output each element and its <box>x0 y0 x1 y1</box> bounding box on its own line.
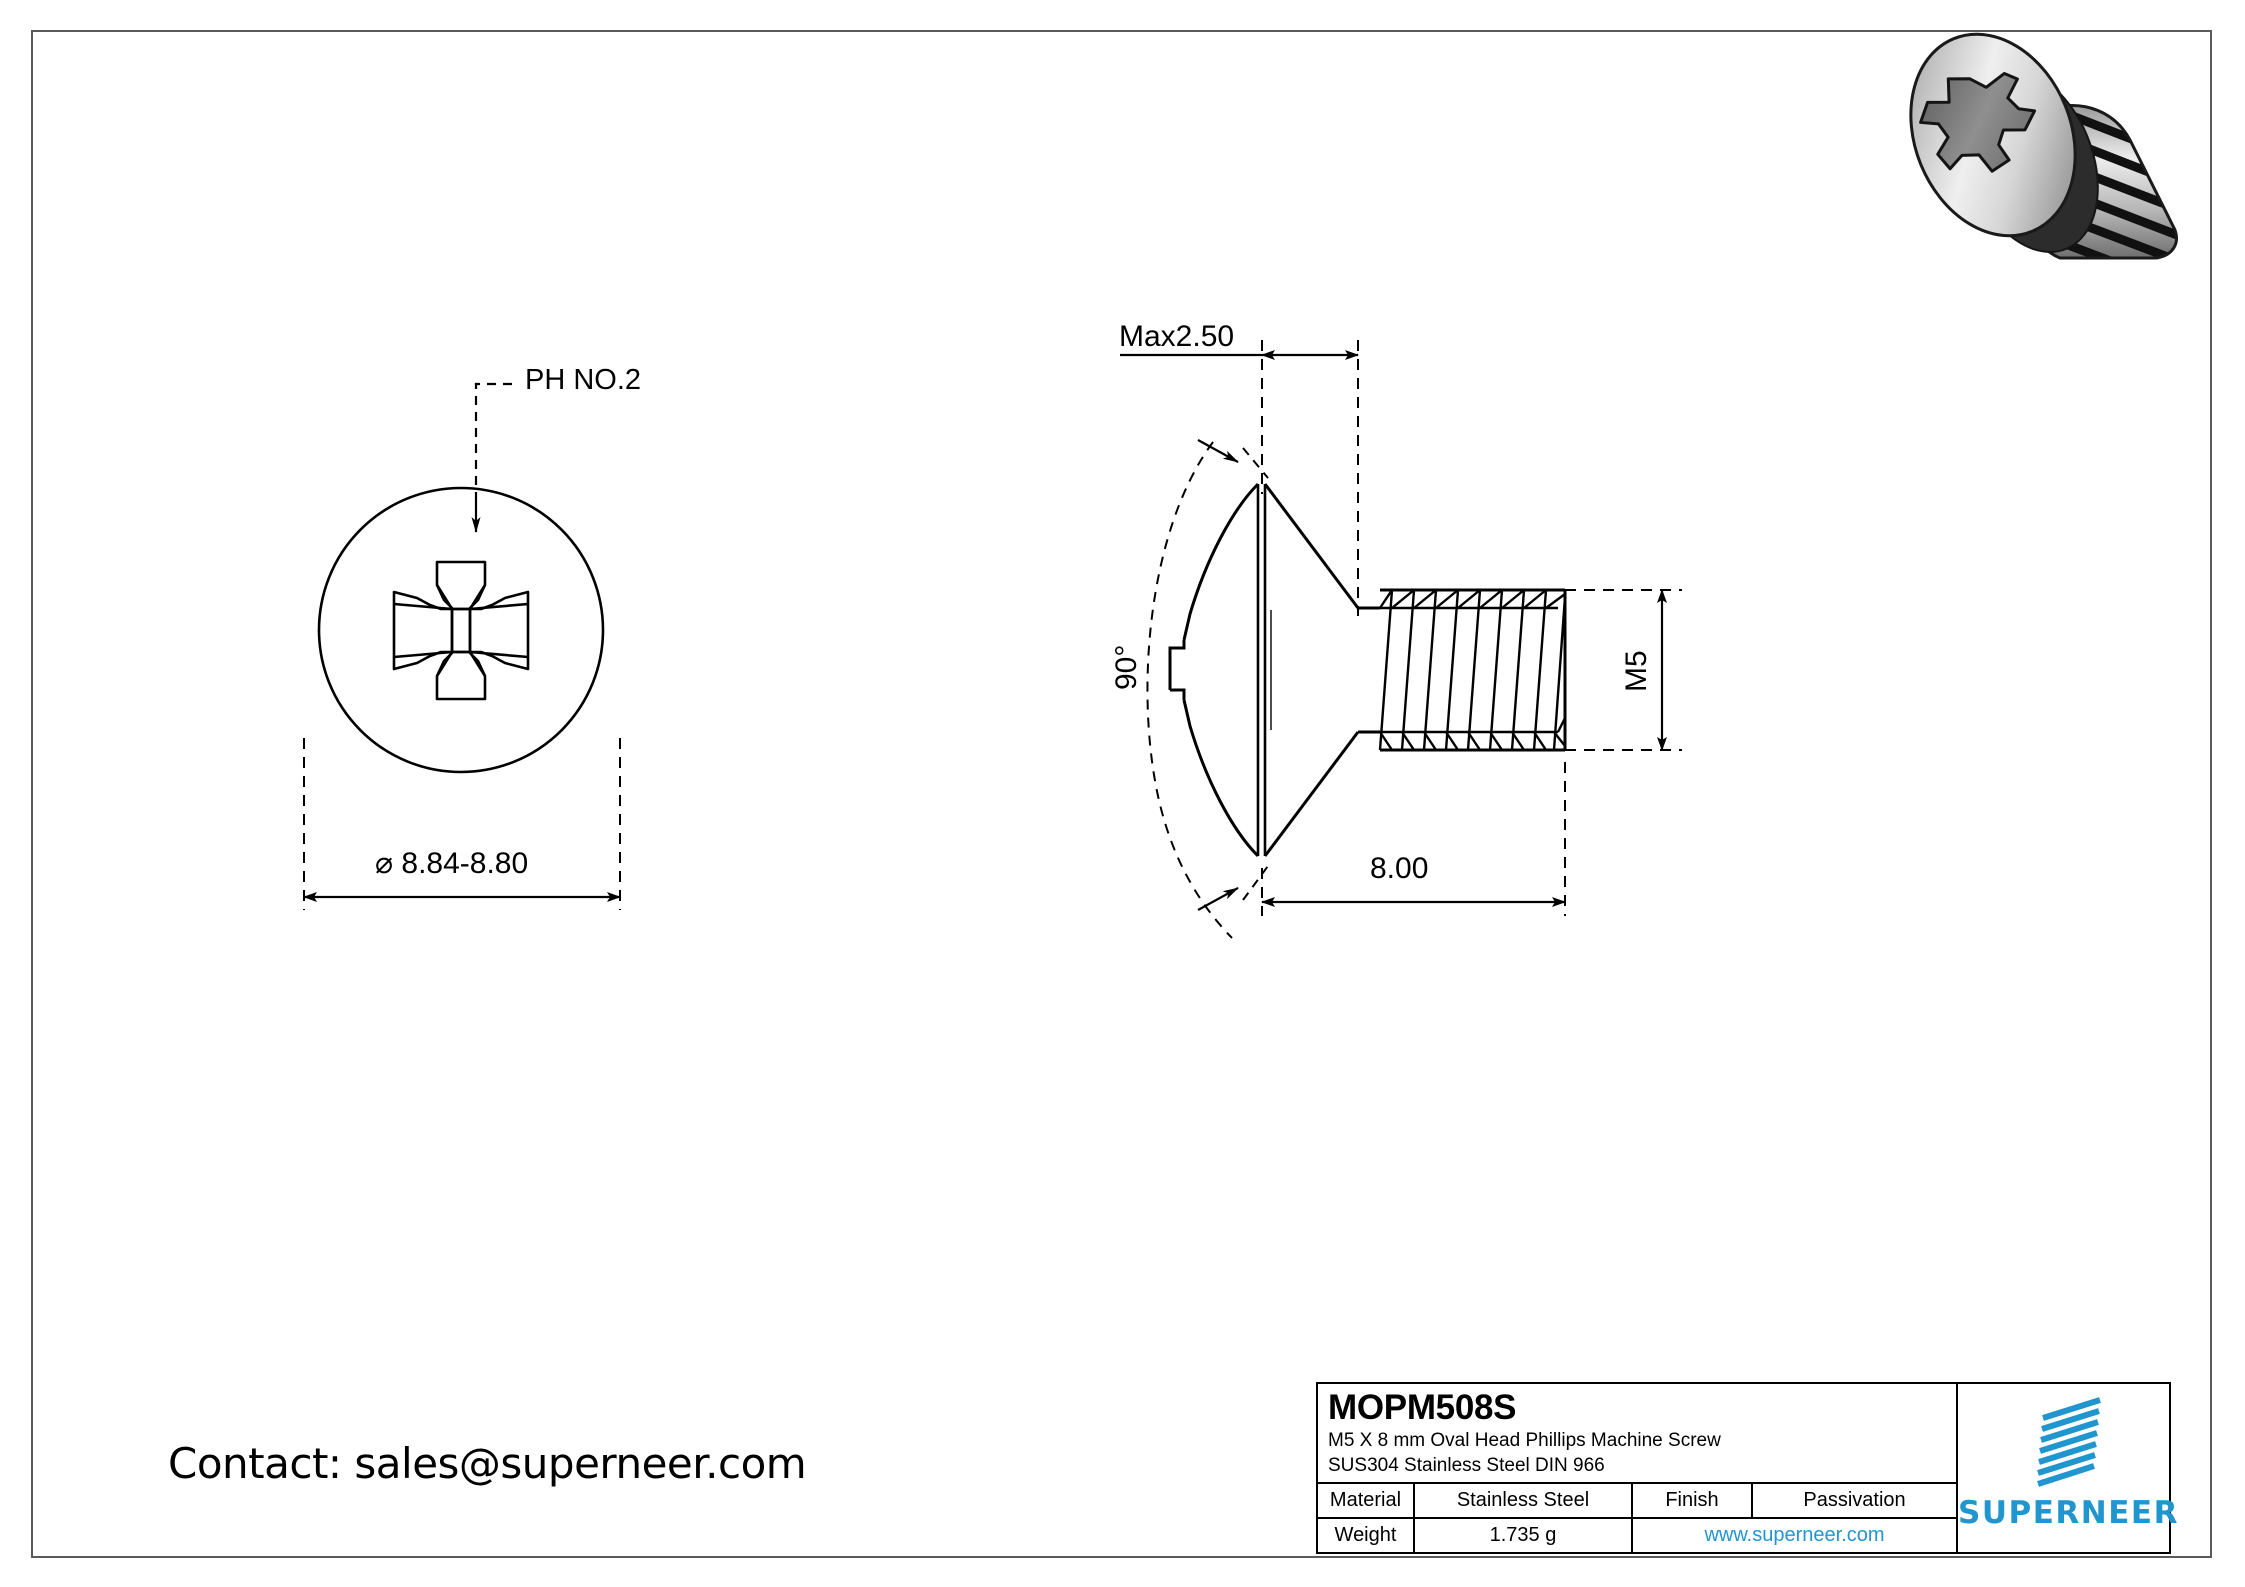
diameter-dimension-label: ⌀ 8.84-8.80 <box>375 847 529 880</box>
material-label: Material <box>1318 1484 1415 1517</box>
part-description-line-2: SUS304 Stainless Steel DIN 966 <box>1328 1455 1605 1476</box>
finish-value: Passivation <box>1803 1489 1906 1511</box>
finish-label: Finish <box>1633 1484 1753 1517</box>
thread-dimension-label: M5 <box>1620 650 1653 692</box>
spec-table-row-weight: Weight 1.735 g www.superneer.com <box>1318 1519 1956 1552</box>
weight-value: 1.735 g <box>1415 1519 1633 1552</box>
material-value: Stainless Steel <box>1415 1484 1633 1517</box>
part-description-line-1: M5 X 8 mm Oval Head Phillips Machine Scr… <box>1328 1430 1721 1451</box>
head-angle-dimension-label: 90° <box>1110 644 1143 690</box>
part-number: MOPM508S <box>1328 1388 1517 1427</box>
drawing-frame <box>31 30 2212 1558</box>
weight-label: Weight <box>1318 1519 1415 1552</box>
recess-callout-label: PH NO.2 <box>525 364 642 396</box>
contact-text: Contact: sales@superneer.com <box>168 1439 807 1488</box>
website-link[interactable]: www.superneer.com <box>1704 1524 1885 1546</box>
spec-table: Material Stainless Steel Finish Passivat… <box>1318 1484 1956 1552</box>
superneer-logo-icon <box>2037 1397 2102 1487</box>
brand-area: SUPERNEER <box>1958 1384 2179 1552</box>
head-height-dimension-label: Max2.50 <box>1119 320 1235 353</box>
spec-table-row-material: Material Stainless Steel Finish Passivat… <box>1318 1484 1956 1519</box>
length-dimension-label: 8.00 <box>1370 852 1429 885</box>
title-block-info: MOPM508S M5 X 8 mm Oval Head Phillips Ma… <box>1318 1384 1958 1552</box>
brand-name: SUPERNEER <box>1958 1495 2179 1531</box>
title-block: MOPM508S M5 X 8 mm Oval Head Phillips Ma… <box>1316 1382 2177 1554</box>
part-description-area: MOPM508S M5 X 8 mm Oval Head Phillips Ma… <box>1318 1384 1956 1484</box>
